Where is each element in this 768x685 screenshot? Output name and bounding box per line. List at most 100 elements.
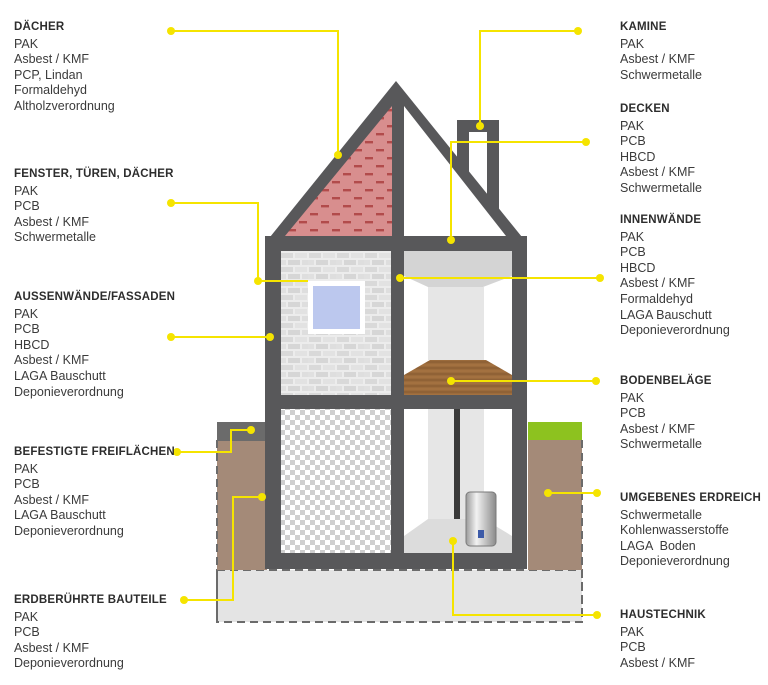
group-item: LAGA Bauschutt [14,508,106,523]
connector-fenster [171,202,308,282]
group-item: PCB [14,199,40,214]
group-item: PCB [620,134,646,149]
attic-right [404,106,506,236]
group-item: Kohlenwasserstoffe [620,523,729,538]
dot-daecher-target [334,151,342,159]
group-item: PCB [14,322,40,337]
group-item: Deponieverordnung [620,323,730,338]
group-item: Schwermetalle [620,437,702,452]
group-item: Schwermetalle [620,507,702,522]
group-title: BEFESTIGTE FREIFLÄCHEN [14,446,175,458]
dot-decken-label [582,138,590,146]
foundation-slab [216,569,583,623]
label-group-fenster: FENSTER, TÜREN, DÄCHER PAK PCB Asbest / … [14,167,174,246]
group-item: Asbest / KMF [620,655,696,670]
connector-kamine [479,30,578,126]
dot-innenwaende-target [396,274,404,282]
wooden-floor [404,360,512,395]
label-group-decken: DECKEN PAK PCB HBCD Asbest / KMF Schwerm… [620,102,702,197]
group-item: PAK [620,390,645,405]
dot-aussenwaende-label [167,333,175,341]
label-group-erdreich: UMGEBENES ERDREICH Schwermetalle Kohlenw… [620,491,761,570]
group-title: AUSSENWÄNDE/FASSADEN [14,291,176,303]
group-item: PCB [620,245,646,260]
connector-haustechnik [452,541,597,616]
dot-haustechnik-target [449,537,457,545]
dot-decken-target [447,236,455,244]
group-item: Asbest / KMF [14,214,90,229]
window-glass [313,286,360,329]
basement-checker-wall [281,409,391,553]
group-item: Asbest / KMF [14,353,90,368]
group-item: PAK [620,624,645,639]
label-group-haustechnik: HAUSTECHNIK PAK PCB Asbest / KMF [620,608,706,671]
dot-freiflaechen-label [173,448,181,456]
group-title: FENSTER, TÜREN, DÄCHER [14,168,174,180]
group-item: LAGA Boden [620,538,696,553]
group-title: INNENWÄNDE [620,214,702,226]
group-title: BODENBELÄGE [620,375,712,387]
label-group-daecher: DÄCHER PAK Asbest / KMF PCP, Lindan Form… [14,20,115,115]
connector-lines [171,30,600,616]
dot-bodenbelaege-target [447,377,455,385]
group-item: PAK [620,229,645,244]
group-item: HBCD [14,337,50,352]
group-item: LAGA Bauschutt [620,307,712,322]
group-item: Deponieverordnung [14,656,124,671]
dot-daecher-label [167,27,175,35]
dot-erdberuehrt-target [258,493,266,501]
dot-fenster-label [167,199,175,207]
soil-right [528,440,582,570]
dot-aussenwaende-target [266,333,274,341]
interior-wall [428,287,484,360]
group-item: PCP, Lindan [14,67,83,82]
group-item: PAK [620,36,645,51]
group-item: Asbest / KMF [14,492,90,507]
group-item: PAK [14,36,39,51]
group-item: HBCD [620,260,656,275]
connector-freiflaechen [177,429,251,453]
group-item: PCB [620,406,646,421]
group-title: ERDBERÜHRTE BAUTEILE [14,594,167,606]
group-item: PAK [14,306,39,321]
group-item: PAK [14,461,39,476]
group-item: PAK [14,183,39,198]
group-item: HBCD [620,149,656,164]
heating-pipe [454,409,460,519]
dot-kamine-target [476,122,484,130]
group-item: Deponieverordnung [14,384,124,399]
dot-fenster-target [254,277,262,285]
group-item: Altholzverordnung [14,98,115,113]
dot-haustechnik-label [593,611,601,619]
connector-dots [167,27,604,619]
boiler-badge [478,530,484,538]
group-item: Asbest / KMF [620,276,696,291]
group-item: Schwermetalle [620,67,702,82]
grass-strip [528,422,582,440]
label-group-innenwaende: INNENWÄNDE PAK PCB HBCD Asbest / KMF For… [620,213,730,339]
dot-erdreich-label [593,489,601,497]
dot-innenwaende-label [596,274,604,282]
group-item: Asbest / KMF [620,52,696,67]
label-group-erdberuehrt: ERDBERÜHRTE BAUTEILE PAK PCB Asbest / KM… [14,593,167,672]
group-title: KAMINE [620,21,667,33]
group-item: Asbest / KMF [14,640,90,655]
group-item: PAK [14,609,39,624]
group-item: Asbest / KMF [620,421,696,436]
dot-freiflaechen-target [247,426,255,434]
soil-left [217,440,267,570]
boiler [465,491,497,547]
label-group-kamine: KAMINE PAK Asbest / KMF Schwermetalle [620,20,702,83]
group-item: Asbest / KMF [620,165,696,180]
group-item: Formaldehyd [620,291,693,306]
group-title: HAUSTECHNIK [620,609,706,621]
connector-decken [450,141,586,240]
group-item: PCB [14,477,40,492]
group-item: LAGA Bauschutt [14,368,106,383]
dot-kamine-label [574,27,582,35]
roof-tiles [285,106,392,236]
dot-erdreich-target [544,489,552,497]
label-group-bodenbelaege: BODENBELÄGE PAK PCB Asbest / KMF Schwerm… [620,374,712,453]
